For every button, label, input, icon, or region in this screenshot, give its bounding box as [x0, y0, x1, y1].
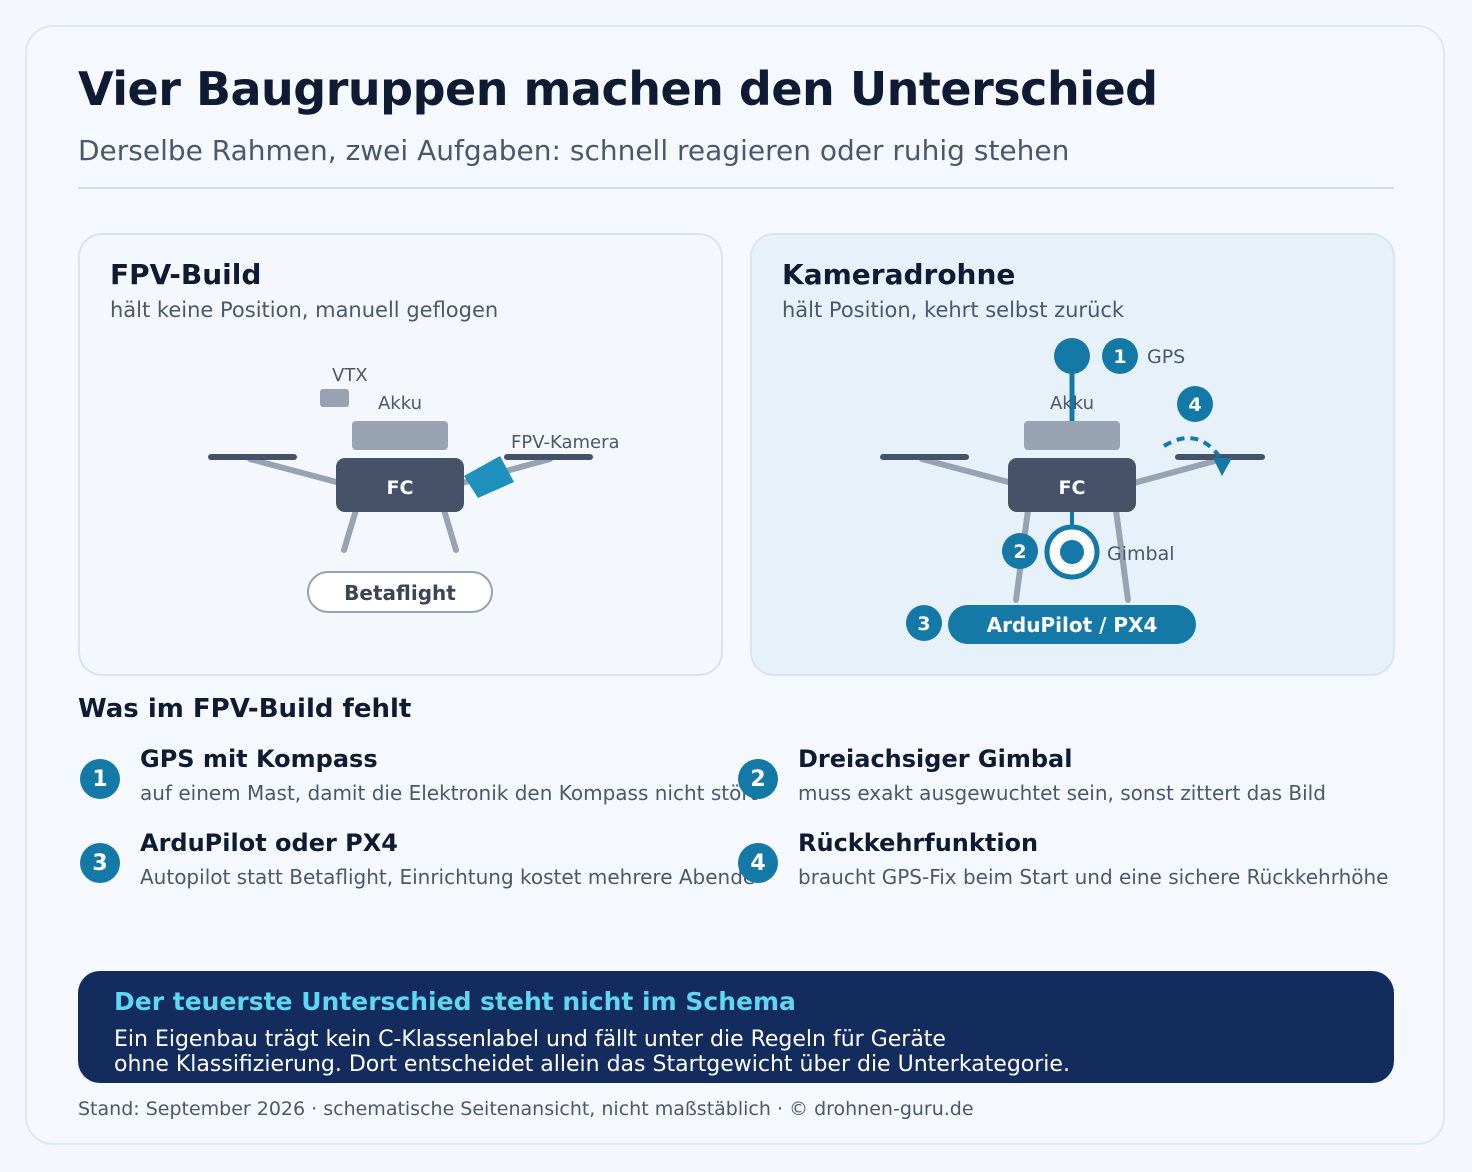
feature-description: muss exakt ausgewuchtet sein, sonst zitt…	[798, 781, 1326, 805]
badge-3-diagram	[906, 605, 942, 641]
callout-line-2: ohne Klassifizierung. Dort entscheidet a…	[114, 1052, 1070, 1077]
feature-badge: 1	[80, 759, 120, 799]
return-arrow-icon	[1213, 458, 1232, 476]
camera-fc-label: FC	[1059, 477, 1086, 499]
gimbal-label: Gimbal	[1107, 543, 1175, 565]
badge-1-number: 1	[1113, 346, 1126, 368]
gimbal-lens	[1060, 540, 1084, 564]
feature-title: Dreiachsiger Gimbal	[798, 745, 1073, 773]
feature-title: GPS mit Kompass	[140, 745, 378, 773]
fpv-fc-body	[336, 458, 464, 512]
camera-panel-subtitle: hält Position, kehrt selbst zurück	[782, 298, 1125, 322]
feature-badge: 3	[80, 843, 120, 883]
camera-akku-label: Akku	[1050, 393, 1094, 414]
camera-fc-body	[1008, 458, 1136, 512]
fpv-panel-subtitle: hält keine Position, manuell geflogen	[110, 298, 499, 322]
fpv-akku-label: Akku	[378, 393, 422, 414]
feature-description: braucht GPS-Fix beim Start und eine sich…	[798, 865, 1389, 889]
gps-module	[1054, 338, 1090, 374]
fpv-panel-title: FPV-Build	[110, 258, 262, 291]
fpv-camera-label: FPV-Kamera	[511, 432, 620, 453]
feature-badge: 4	[738, 843, 778, 883]
badge-3-number: 3	[917, 613, 930, 635]
camera-leg-right	[1113, 507, 1131, 603]
badge-4-diagram	[1177, 386, 1213, 422]
camera-firmware-pill	[948, 605, 1196, 644]
camera-panel-title: Kameradrohne	[782, 258, 1016, 291]
fpv-leg-right	[441, 507, 459, 553]
fpv-camera	[464, 456, 514, 498]
page-subtitle: Derselbe Rahmen, zwei Aufgaben: schnell …	[78, 134, 1070, 167]
camera-arm-right	[1131, 456, 1225, 486]
callout-line-1: Ein Eigenbau trägt kein C-Klassenlabel u…	[114, 1027, 946, 1052]
badge-2-diagram	[1002, 533, 1038, 569]
fpv-arm-left	[247, 456, 343, 486]
camera-firmware-label: ArduPilot / PX4	[987, 613, 1158, 637]
fpv-vtx	[320, 389, 349, 407]
gps-label: GPS	[1147, 346, 1185, 368]
callout-text: Ein Eigenbau trägt kein C-Klassenlabel u…	[114, 1027, 1114, 1077]
fpv-leg-left	[341, 507, 359, 553]
footer-note: Stand: September 2026 · schematische Sei…	[78, 1098, 974, 1120]
feature-title: Rückkehrfunktion	[798, 829, 1039, 857]
regulation-callout: Der teuerste Unterschied steht nicht im …	[78, 971, 1394, 1083]
missing-section-heading: Was im FPV-Build fehlt	[78, 694, 412, 724]
feature-description: auf einem Mast, damit die Elektronik den…	[140, 781, 758, 805]
camera-arm-left	[919, 456, 1015, 486]
badge-2-number: 2	[1013, 541, 1026, 563]
fpv-firmware-pill	[307, 571, 493, 613]
return-arc	[1162, 436, 1221, 458]
camera-drone-diagram: FC Akku GPS Gimbal ArduPilot / PX4 1 2 3…	[880, 338, 1265, 644]
fpv-drone-diagram: FC Akku VTX FPV-Kamera Betaflight	[208, 365, 620, 613]
feature-description: Autopilot statt Betaflight, Einrichtung …	[140, 865, 756, 889]
fpv-firmware-label: Betaflight	[344, 581, 456, 605]
camera-drone-panel	[750, 233, 1395, 676]
feature-badge: 2	[738, 759, 778, 799]
badge-1-diagram	[1102, 338, 1138, 374]
fpv-battery	[352, 421, 448, 450]
feature-title: ArduPilot oder PX4	[140, 829, 398, 857]
badge-4-number: 4	[1188, 394, 1201, 416]
page-title: Vier Baugruppen machen den Unterschied	[78, 62, 1158, 116]
fpv-vtx-label: VTX	[332, 365, 368, 386]
header-divider	[78, 187, 1394, 189]
fpv-fc-label: FC	[387, 477, 414, 499]
camera-battery	[1024, 421, 1120, 450]
callout-title: Der teuerste Unterschied steht nicht im …	[114, 987, 796, 1016]
